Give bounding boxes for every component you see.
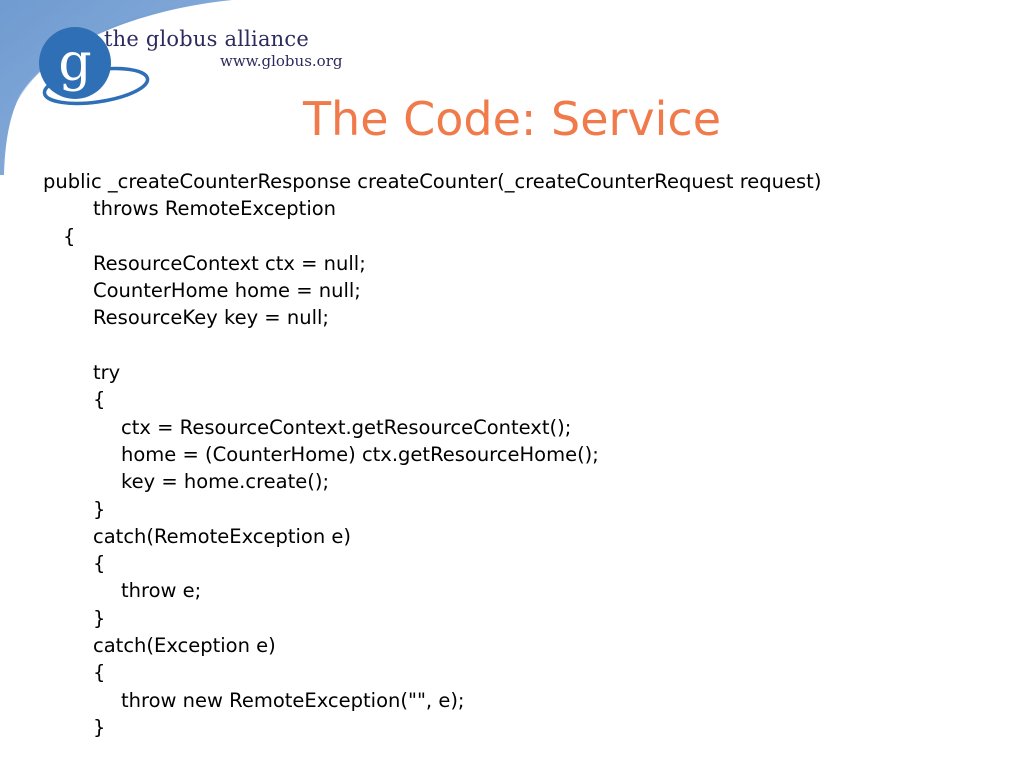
code-line	[43, 332, 1003, 359]
brand-url: www.globus.org	[220, 52, 343, 70]
code-line: key = home.create();	[121, 470, 330, 494]
code-line: throws RemoteException	[93, 197, 337, 221]
code-line: ResourceKey key = null;	[93, 306, 329, 330]
code-line: {	[93, 552, 106, 576]
code-line: ResourceContext ctx = null;	[93, 251, 366, 275]
logo-letter: g	[58, 33, 91, 93]
code-line: ctx = ResourceContext.getResourceContext…	[121, 415, 572, 439]
code-line: {	[93, 388, 106, 412]
code-line: try	[93, 361, 121, 385]
globus-logo-icon: g	[39, 27, 150, 106]
code-line: {	[93, 661, 106, 685]
code-line: catch(Exception e)	[93, 634, 276, 658]
code-line: }	[93, 606, 106, 630]
code-line: home = (CounterHome) ctx.getResourceHome…	[121, 442, 599, 466]
code-block: public _createCounterResponse createCoun…	[43, 168, 1003, 741]
slide-title: The Code: Service	[0, 92, 1024, 146]
code-line: {	[63, 224, 76, 248]
code-line: public _createCounterResponse createCoun…	[43, 170, 822, 193]
code-line: }	[93, 497, 106, 521]
code-line: throw new RemoteException("", e);	[121, 688, 465, 712]
code-line: }	[93, 715, 106, 739]
code-line: catch(RemoteException e)	[93, 524, 352, 548]
slide-title-text: The Code: Service	[302, 92, 722, 146]
code-line: throw e;	[121, 579, 202, 603]
code-line: CounterHome home = null;	[93, 279, 361, 303]
brand-name: the globus alliance	[104, 27, 309, 51]
